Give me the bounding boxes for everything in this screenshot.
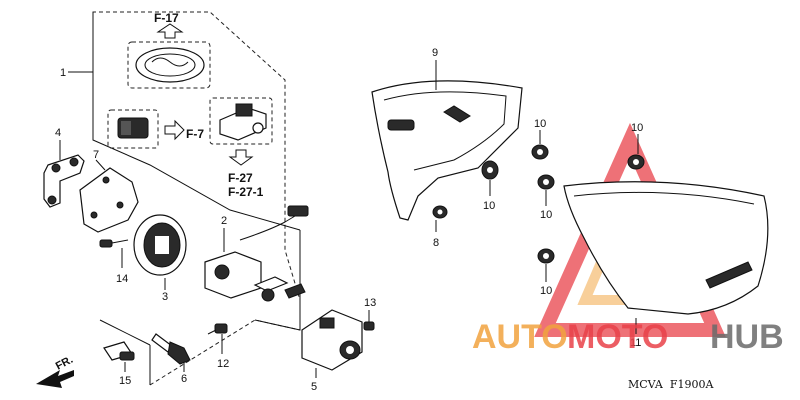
part-7-bracket-plate — [79, 159, 139, 233]
part-6-key — [151, 333, 191, 372]
diagram-code: MCVA F1900A — [628, 378, 714, 391]
part-8-grommet — [432, 205, 448, 232]
callout-9: 9 — [432, 47, 438, 59]
callout-6: 6 — [181, 373, 187, 385]
watermark-part3: HUB — [710, 318, 784, 356]
ref-f7: F-7 — [186, 127, 204, 141]
part-2-switch-assembly — [204, 205, 309, 302]
callout-14: 14 — [116, 273, 128, 285]
callout-7: 7 — [93, 149, 99, 161]
part-10-grommet-d — [537, 248, 555, 282]
switch-reference-left — [107, 109, 185, 149]
callout-13: 13 — [364, 297, 376, 309]
part-13-screw — [363, 310, 375, 331]
callout-4: 4 — [55, 127, 61, 139]
switch-reference-right — [209, 97, 273, 166]
watermark-part1: AUTO — [472, 318, 568, 356]
part-15-key-blank — [103, 341, 135, 372]
fuel-cap-reference — [127, 23, 211, 89]
part-10-grommet-c — [627, 134, 645, 170]
callout-10a: 10 — [534, 118, 546, 130]
callout-10c: 10 — [483, 200, 495, 212]
front-label: FR. — [54, 354, 75, 373]
part-11-side-cover — [563, 181, 769, 334]
callout-10e: 10 — [540, 285, 552, 297]
callout-11: 11 — [630, 337, 641, 349]
callout-8: 8 — [433, 237, 439, 249]
callout-2: 2 — [221, 215, 227, 227]
callout-3: 3 — [162, 291, 168, 303]
ref-f27: F-27 — [228, 171, 253, 185]
ref-f17: F-17 — [154, 11, 179, 25]
part-12-screw — [207, 323, 228, 354]
part-10-grommet-b — [537, 174, 555, 206]
part-4-bracket — [43, 140, 85, 208]
part-5-lock — [301, 309, 363, 378]
callout-1: 1 — [60, 67, 66, 79]
callout-10b: 10 — [631, 122, 643, 134]
part-3-ignition-body — [133, 214, 187, 290]
ref-f27-1: F-27-1 — [228, 185, 264, 199]
callout-10d: 10 — [540, 209, 552, 221]
front-direction-arrow-icon — [36, 370, 74, 388]
assembly-bracket-left — [92, 12, 301, 231]
callout-15: 15 — [119, 375, 131, 387]
part-9-side-cover — [371, 60, 523, 221]
callout-12: 12 — [217, 358, 229, 370]
watermark-part2: MOTO — [567, 318, 668, 356]
callout-5: 5 — [311, 381, 317, 393]
part-14-screw — [99, 239, 129, 268]
part-10-grommet-a — [531, 130, 549, 160]
watermark-text: AUTO MOTO HUB — [472, 318, 784, 356]
